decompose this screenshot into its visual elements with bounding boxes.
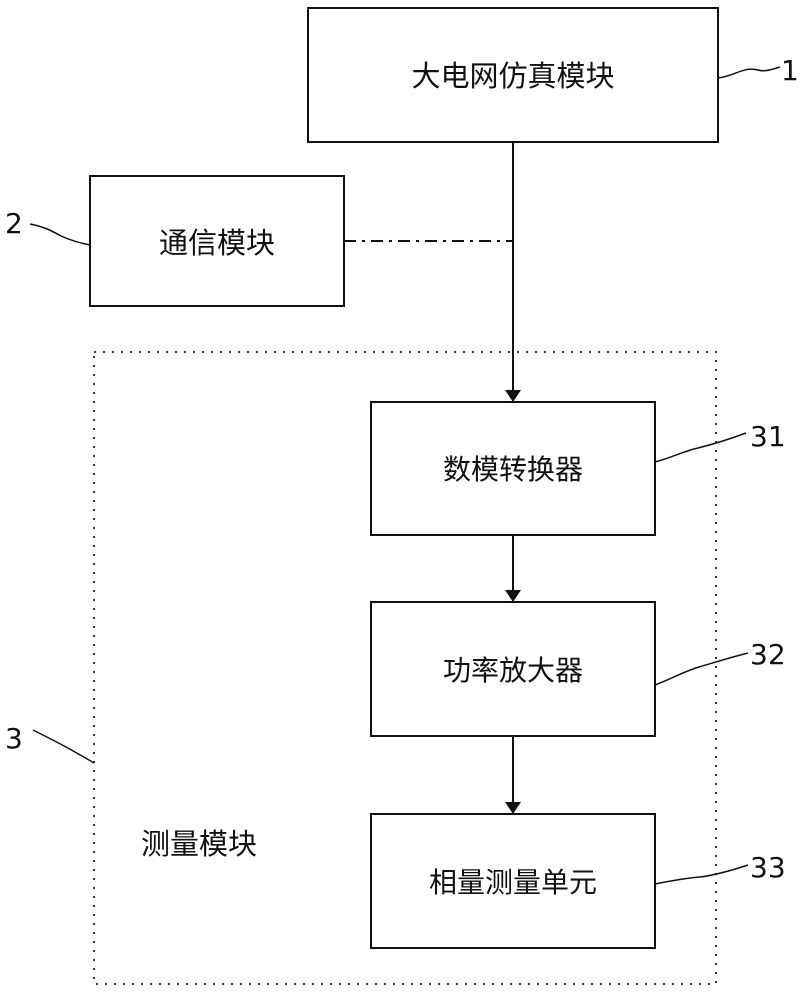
communication-module-box [89,175,345,307]
measurement-module-container [93,351,717,985]
leader-line-33 [654,864,749,885]
reference-number-31: 31 [750,420,786,453]
reference-number-3: 3 [5,722,23,755]
grid-simulation-module-label: 大电网仿真模块 [411,59,614,93]
communication-module-label: 通信模块 [159,226,275,260]
leader-line-32 [654,652,749,686]
dac-box [370,401,656,536]
dac-label: 数模转换器 [443,453,583,486]
measurement-module-label: 测量模块 [141,827,257,861]
leader-line-31 [654,432,747,463]
leader-line-2 [29,223,91,246]
phasor-measurement-unit-label: 相量测量单元 [429,866,597,899]
reference-number-32: 32 [750,638,786,671]
power-amplifier-label: 功率放大器 [443,654,583,687]
reference-number-1: 1 [781,54,799,87]
phasor-measurement-unit-box [370,813,656,949]
leader-line-1 [717,66,781,79]
reference-number-2: 2 [5,207,23,240]
reference-number-33: 33 [750,851,786,884]
leader-line-3 [32,729,95,764]
